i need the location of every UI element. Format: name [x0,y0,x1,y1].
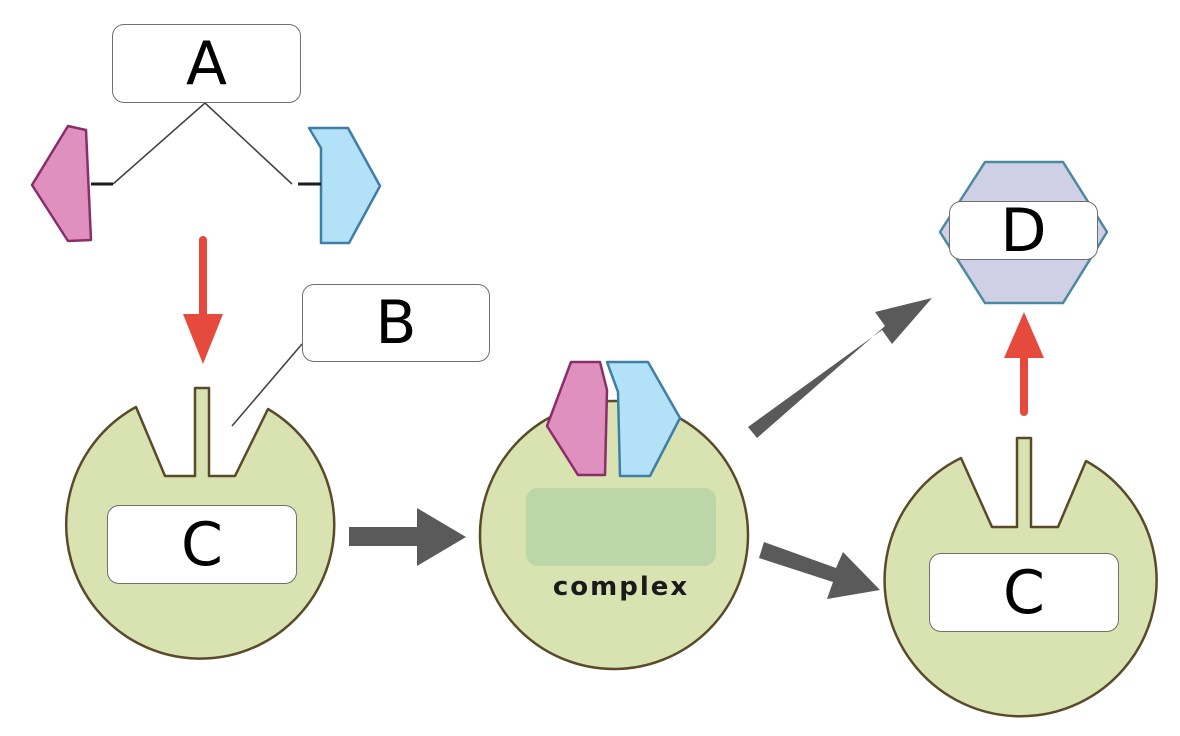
pink-substrate-piece [30,124,93,243]
gray-arrow-to-complex [349,508,466,566]
leader-line-b [231,343,303,427]
gray-arrow-to-enzyme [759,542,880,599]
label-c-right: C [929,553,1119,632]
label-a: A [112,24,301,103]
leader-line-a-blue [204,102,293,185]
label-b: B [302,284,490,362]
blue-substrate-piece [307,126,382,245]
leader-line-a-pink [112,102,206,185]
complex-inner-area [526,488,716,566]
complex-pink-piece [545,360,609,477]
red-arrow-up-head [1004,312,1044,358]
label-d: D [949,201,1098,260]
red-arrow-down-head [183,314,223,364]
complex-blue-piece [605,360,682,478]
label-c-left: C [107,505,297,584]
gray-arrow-to-product [748,298,932,438]
complex-label: complex [552,572,690,602]
